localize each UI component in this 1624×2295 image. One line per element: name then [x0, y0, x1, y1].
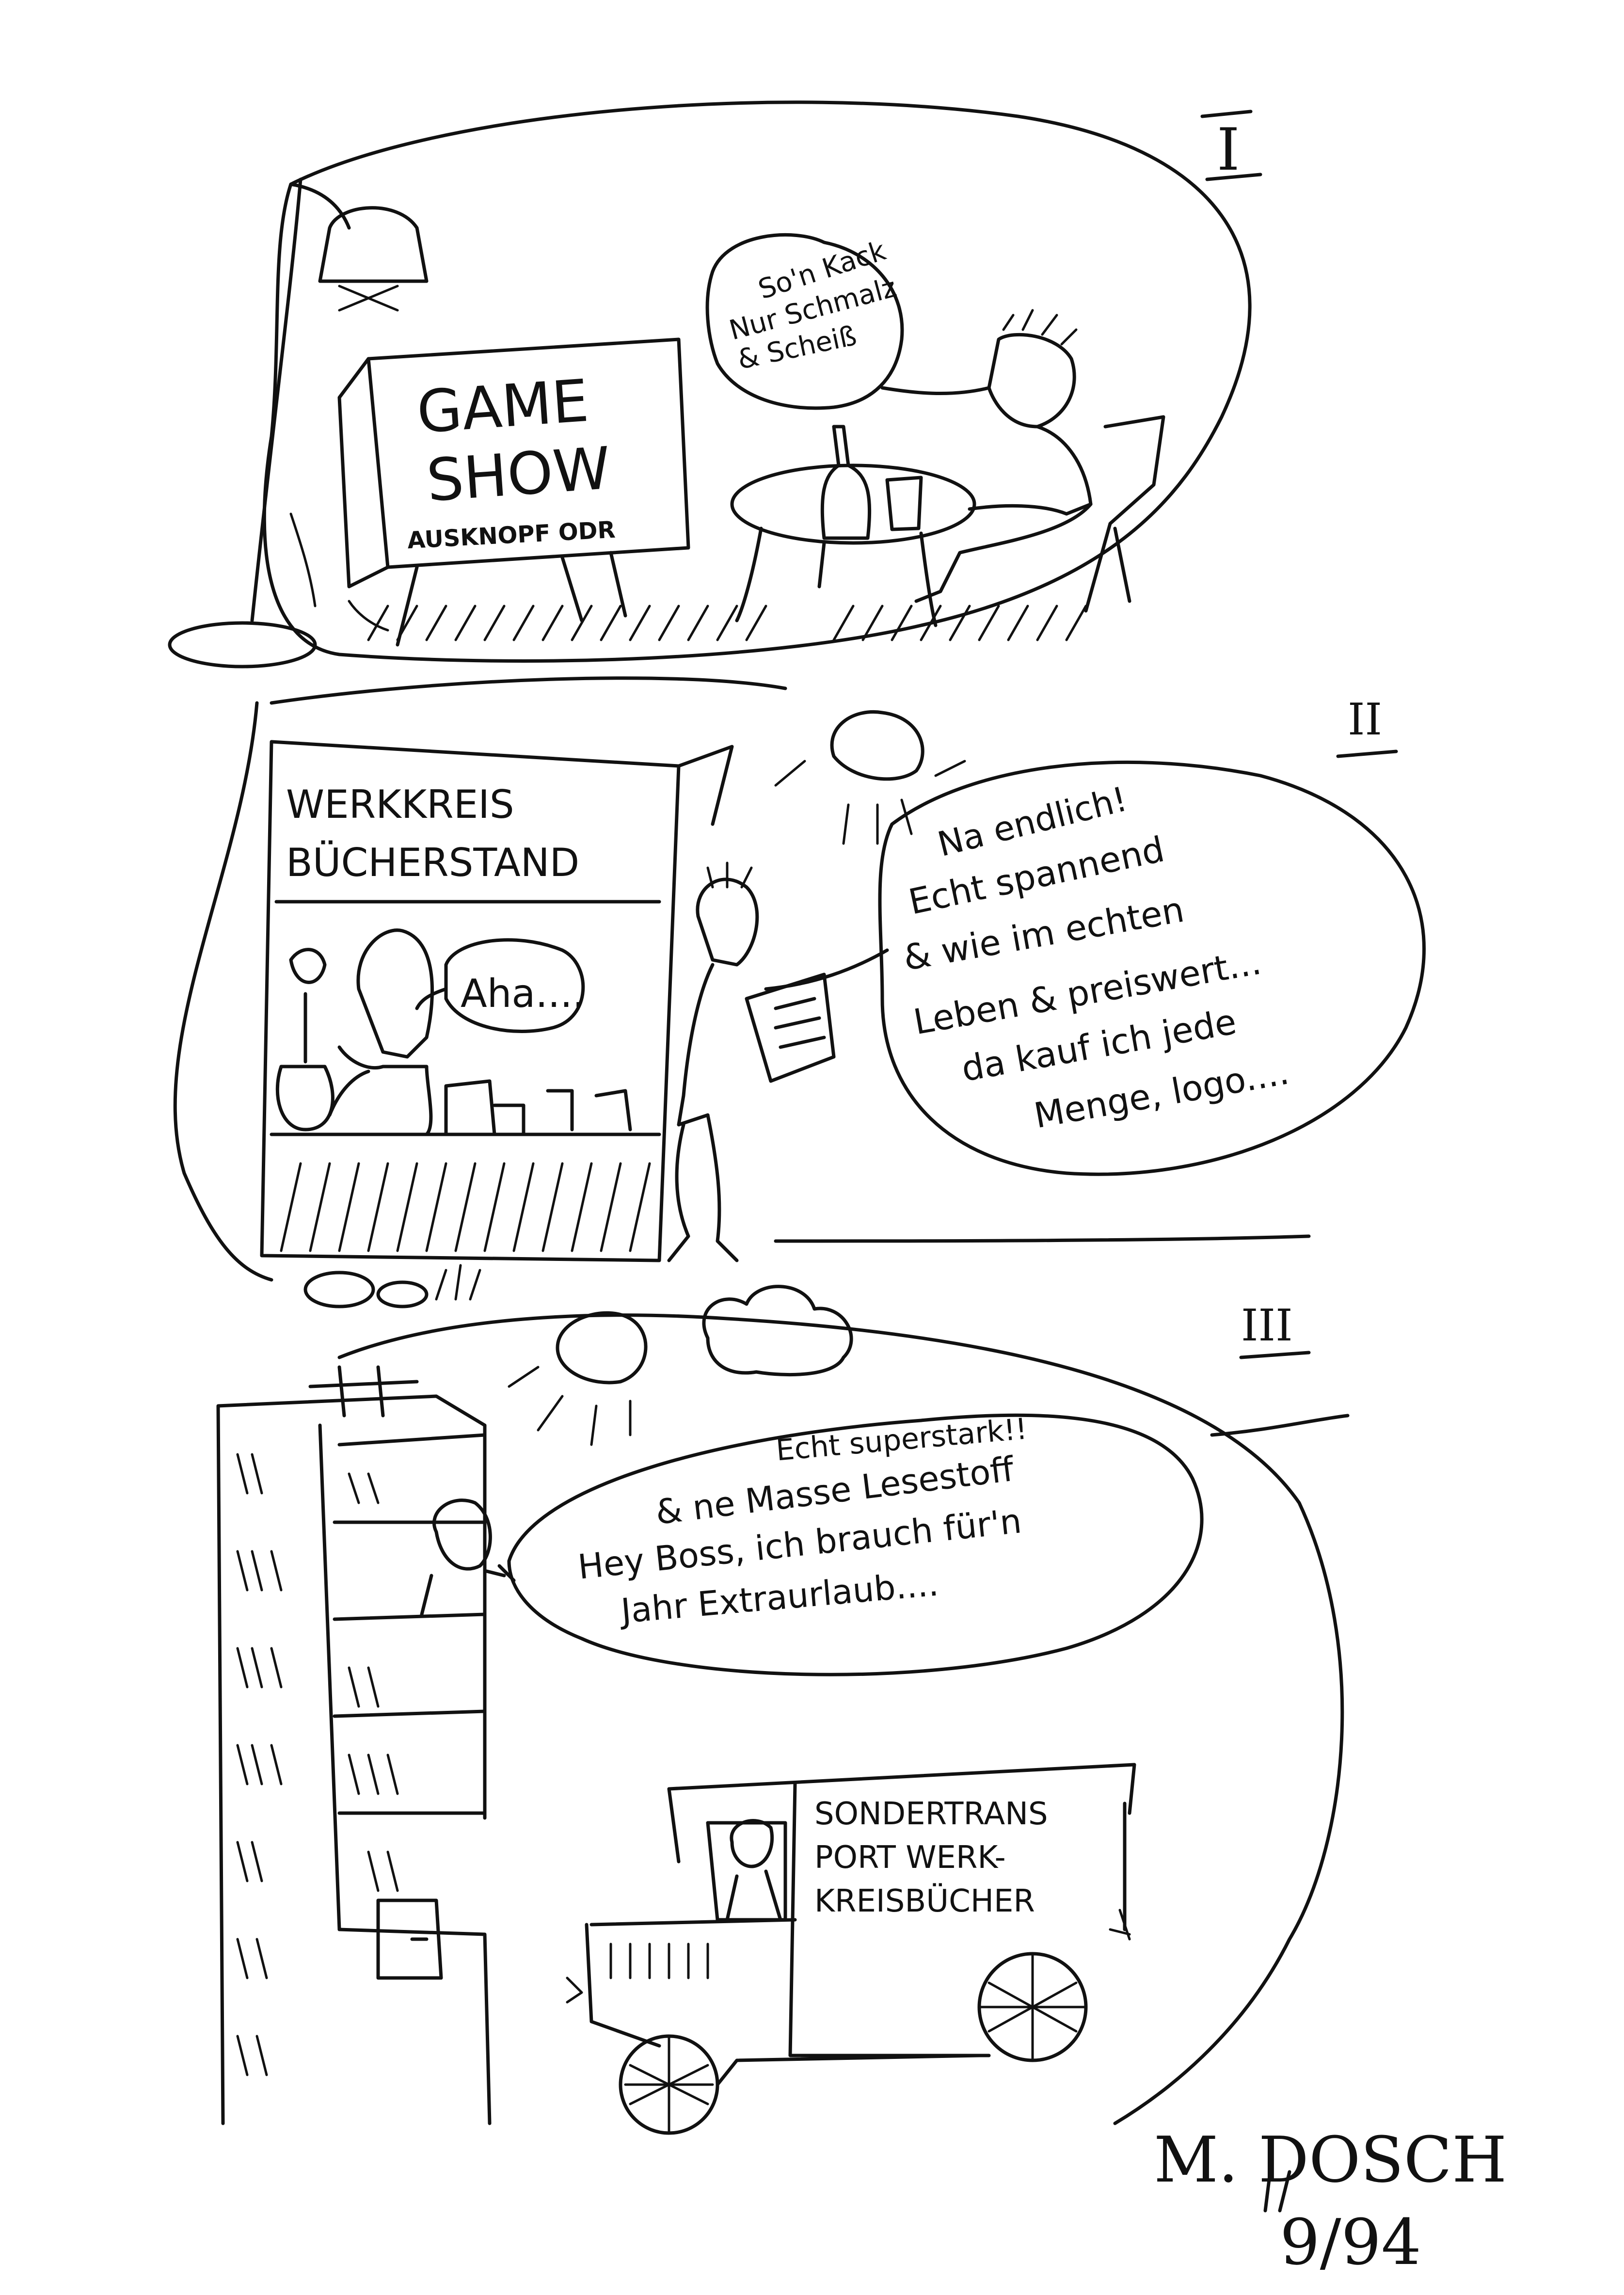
- clerk-speech-bubble: [415, 938, 585, 1033]
- panel-1-speech-bubble: [705, 233, 991, 410]
- books-on-counter: [444, 1079, 632, 1136]
- worker-at-window: [420, 1498, 506, 1616]
- television: [337, 337, 690, 647]
- sun-1: [774, 710, 966, 845]
- panel-1-bubble: [262, 100, 1252, 663]
- panel-3-number: III: [1241, 1300, 1293, 1351]
- clerk-speech-text: Aha....: [461, 971, 585, 1016]
- rooftop-antenna: [308, 1365, 419, 1418]
- panel-3-number-underline: [1239, 1351, 1311, 1359]
- vase-with-flower: [275, 948, 334, 1132]
- customer-speech-bubble: [764, 760, 1426, 1176]
- office-building: [216, 1394, 492, 2125]
- panel-2-number: II: [1348, 694, 1383, 745]
- floor-lamp: [168, 177, 429, 669]
- tv-title-line-1: GAME: [414, 367, 591, 447]
- sun-2: [508, 1311, 648, 1446]
- artist-signature: M. DOSCH: [1154, 2123, 1507, 2197]
- signature-flourish: [1263, 2170, 1291, 2213]
- panel-1-number: I: [1217, 116, 1240, 184]
- panel-1-number-underline: [1200, 110, 1262, 181]
- stand-sign-line-1: WERKKREIS: [286, 782, 514, 827]
- truck-sign-line-2: PORT WERK-: [814, 1840, 1006, 1876]
- truck-sign-line-3: KREISBÜCHER: [814, 1883, 1035, 1919]
- man-in-armchair: [914, 309, 1165, 613]
- panel-3-bubble: [337, 1313, 1350, 2125]
- bookseller-woman: [328, 928, 434, 1136]
- tv-title-line-2: SHOW: [424, 434, 613, 515]
- signature-date: 9/94: [1280, 2205, 1421, 2279]
- cloud: [702, 1285, 853, 1377]
- delivery-truck: [566, 1763, 1136, 2135]
- stand-sign-line-2: BÜCHERSTAND: [286, 840, 580, 885]
- panel-2-bubble: [173, 676, 1311, 1282]
- truck-sign-line-1: SONDERTRANS: [814, 1796, 1048, 1832]
- panel-3-speech-bubble: [497, 1413, 1204, 1676]
- book-stand: [260, 740, 734, 1262]
- floor-hatching-1: [367, 605, 1087, 641]
- panel-2-number-underline: [1336, 749, 1398, 758]
- side-table: [730, 425, 976, 627]
- customer-man: [667, 861, 836, 1262]
- stones: [303, 1264, 481, 1308]
